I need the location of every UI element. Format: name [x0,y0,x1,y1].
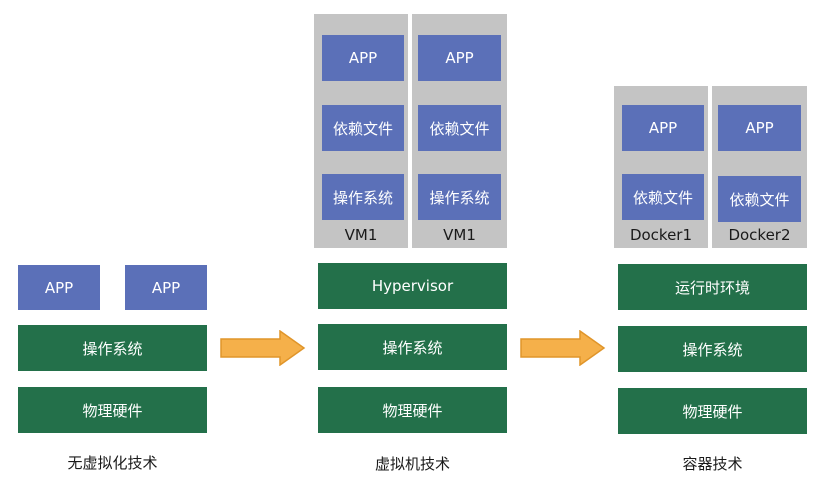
vm-left-app-label: APP [348,49,378,67]
runtime-label: 运行时环境 [674,278,750,297]
runtime-layer: 运行时环境 [618,264,807,310]
col3-os-layer: 操作系统 [618,326,807,372]
col1-app-b: APP [125,265,207,310]
col1-os-layer: 操作系统 [18,325,207,371]
col3-caption: 容器技术 [682,455,743,473]
col2-os-layer: 操作系统 [318,324,507,370]
vm-right-deps: 依赖文件 [418,105,501,151]
docker-right-app-label: APP [745,119,774,137]
vm-left-label: VM1 [344,226,378,244]
docker-left-deps: 依赖文件 [622,174,704,220]
vm-left-deps-label: 依赖文件 [332,119,393,138]
col2-hardware-layer: 物理硬件 [318,387,507,433]
vm-left-app: APP [322,35,404,81]
vm-right-os-label: 操作系统 [429,188,490,207]
col2-caption: 虚拟机技术 [374,455,450,473]
docker-left-app: APP [622,105,704,151]
hypervisor-label: Hypervisor [371,277,454,295]
right-arrow-icon [520,330,606,366]
col1-app-b-label: APP [151,278,181,297]
col3-hardware-layer: 物理硬件 [618,388,807,434]
docker-right-deps: 依赖文件 [718,176,801,222]
vm-left-os-label: 操作系统 [332,188,393,207]
docker-left-deps-label: 依赖文件 [632,188,693,207]
vm-right-label: VM1 [443,226,476,244]
docker-right-label: Docker2 [728,226,791,244]
hypervisor-layer: Hypervisor [318,263,507,309]
col3-hardware-label: 物理硬件 [682,402,743,421]
right-arrow-icon [220,330,306,366]
docker-left-label: Docker1 [629,226,693,244]
col1-caption: 无虚拟化技术 [67,454,158,472]
vm-right-app-label: APP [445,49,474,67]
vm-right-app: APP [418,35,501,81]
docker-right-app: APP [718,105,801,151]
col2-os-label: 操作系统 [382,338,443,357]
vm-right-os: 操作系统 [418,174,501,220]
col1-app-a: APP [18,265,100,310]
col1-app-a-label: APP [44,278,74,297]
col1-hardware-label: 物理硬件 [82,401,143,420]
col1-os-label: 操作系统 [82,339,143,358]
col2-hardware-label: 物理硬件 [382,401,443,420]
docker-left-app-label: APP [648,119,678,137]
col1-hardware-layer: 物理硬件 [18,387,207,433]
col3-os-label: 操作系统 [682,340,743,359]
docker-right-deps-label: 依赖文件 [729,190,790,209]
vm-left-os: 操作系统 [322,174,404,220]
vm-right-deps-label: 依赖文件 [429,119,490,138]
vm-left-deps: 依赖文件 [322,105,404,151]
